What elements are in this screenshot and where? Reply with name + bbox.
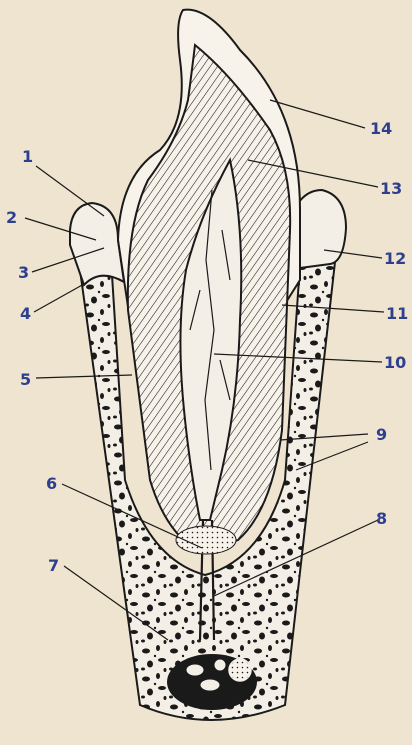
- label-9: 9: [376, 426, 387, 444]
- label-14: 14: [370, 120, 392, 138]
- label-10: 10: [384, 354, 406, 372]
- label-7: 7: [48, 557, 59, 575]
- label-2: 2: [6, 209, 17, 227]
- label-5: 5: [20, 371, 31, 389]
- label-8: 8: [376, 510, 387, 528]
- label-13: 13: [380, 180, 402, 198]
- label-12: 12: [384, 250, 406, 268]
- label-6: 6: [46, 475, 57, 493]
- label-3: 3: [18, 264, 29, 282]
- gum-left: [70, 203, 124, 285]
- label-4: 4: [20, 305, 31, 323]
- label-11: 11: [386, 305, 408, 323]
- label-1: 1: [22, 148, 33, 166]
